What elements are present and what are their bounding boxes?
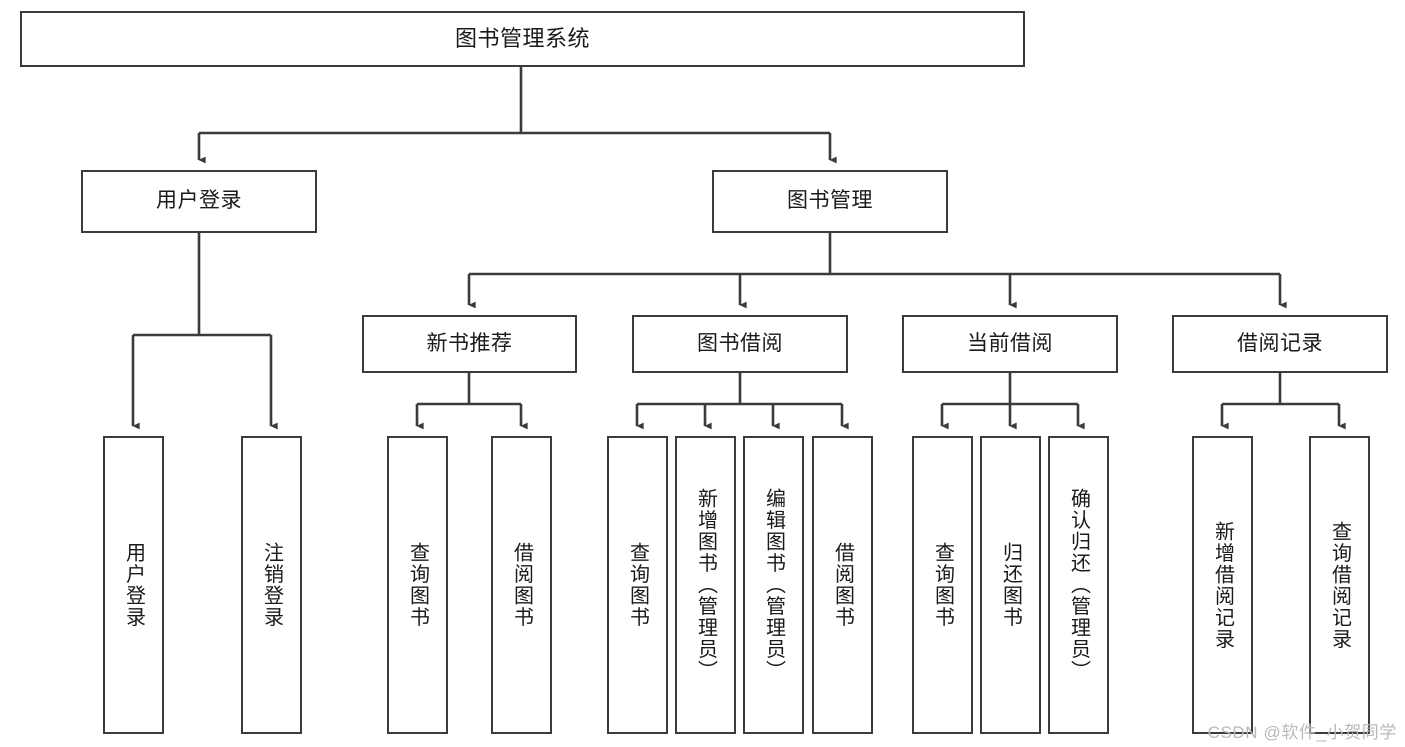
node-root-book-management-system[interactable]: 图书管理系统 xyxy=(20,11,1025,67)
leaf-new-book-query-book[interactable]: 查询图书 xyxy=(387,436,448,734)
node-book-borrow[interactable]: 图书借阅 xyxy=(632,315,848,373)
node-new-book-recommend[interactable]: 新书推荐 xyxy=(362,315,577,373)
node-label: 新书推荐 xyxy=(426,331,513,355)
leaf-book-borrow-edit-book-admin[interactable]: 编辑图书（管理员） xyxy=(743,436,804,734)
leaf-book-borrow-borrow-book[interactable]: 借阅图书 xyxy=(812,436,873,734)
node-current-borrow[interactable]: 当前借阅 xyxy=(902,315,1118,373)
leaf-borrow-record-query-record[interactable]: 查询借阅记录 xyxy=(1309,436,1370,734)
leaf-current-borrow-query-book[interactable]: 查询图书 xyxy=(912,436,973,734)
node-label: 图书借阅 xyxy=(697,331,783,355)
leaf-borrow-record-add-record[interactable]: 新增借阅记录 xyxy=(1192,436,1253,734)
node-label: 图书管理系统 xyxy=(454,26,590,52)
leaf-user-login-login[interactable]: 用户登录 xyxy=(103,436,164,734)
node-label: 借阅图书 xyxy=(831,542,854,628)
node-label: 借阅图书 xyxy=(510,542,533,628)
leaf-current-borrow-confirm-return-admin[interactable]: 确认归还（管理员） xyxy=(1048,436,1109,734)
node-label: 新增图书（管理员） xyxy=(694,488,717,682)
leaf-user-login-logout[interactable]: 注销登录 xyxy=(241,436,302,734)
node-label: 借阅记录 xyxy=(1237,331,1323,355)
leaf-book-borrow-add-book-admin[interactable]: 新增图书（管理员） xyxy=(675,436,736,734)
node-label: 查询借阅记录 xyxy=(1328,520,1351,650)
node-book-management[interactable]: 图书管理 xyxy=(712,170,948,233)
watermark-text: CSDN @软件_小贺同学 xyxy=(1207,723,1397,742)
node-label: 用户登录 xyxy=(156,189,242,213)
node-label: 归还图书 xyxy=(999,542,1022,628)
node-label: 查询图书 xyxy=(931,542,954,628)
node-label: 注销登录 xyxy=(260,542,283,628)
node-label: 新增借阅记录 xyxy=(1211,520,1234,650)
node-label: 查询图书 xyxy=(626,542,649,628)
leaf-book-borrow-query-book[interactable]: 查询图书 xyxy=(607,436,668,734)
leaf-current-borrow-return-book[interactable]: 归还图书 xyxy=(980,436,1041,734)
node-label: 编辑图书（管理员） xyxy=(762,488,785,682)
node-borrow-record[interactable]: 借阅记录 xyxy=(1172,315,1388,373)
node-label: 用户登录 xyxy=(122,542,145,628)
node-label: 图书管理 xyxy=(787,189,873,213)
node-label: 确认归还（管理员） xyxy=(1067,488,1090,682)
node-label: 查询图书 xyxy=(406,542,429,628)
node-user-login[interactable]: 用户登录 xyxy=(81,170,317,233)
leaf-new-book-borrow-book[interactable]: 借阅图书 xyxy=(491,436,552,734)
node-label: 当前借阅 xyxy=(967,331,1053,355)
